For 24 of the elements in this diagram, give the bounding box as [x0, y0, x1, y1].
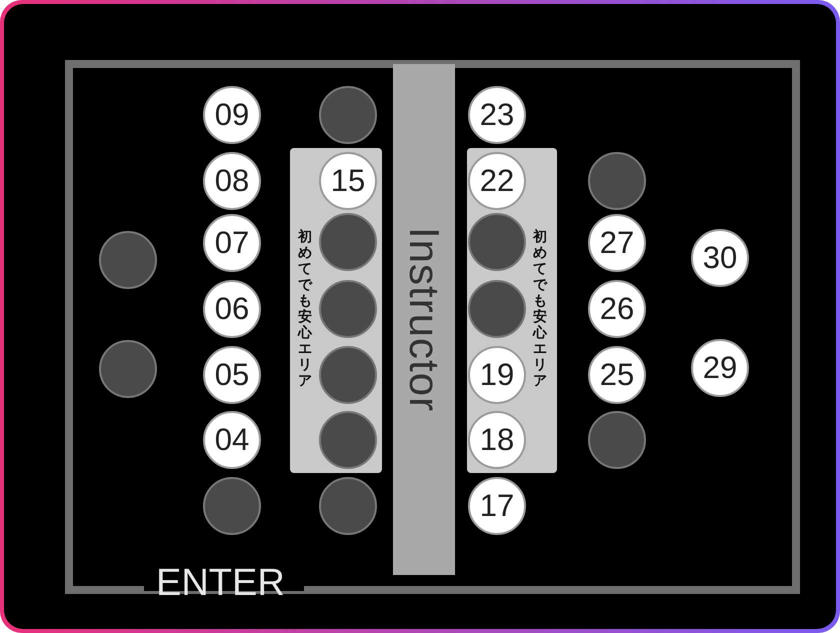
seat-circle: 05 — [203, 346, 261, 404]
entrance-label: ENTER — [156, 562, 285, 605]
instructor-area — [393, 64, 455, 575]
seat-circle: 18 — [468, 411, 526, 469]
area-label: 初めてでも安心エリア — [297, 228, 313, 388]
seat-circle: 15 — [319, 152, 377, 210]
seat-circle: 29 — [691, 339, 749, 397]
seat-circle: 17 — [468, 477, 526, 535]
seat-circle: 19 — [468, 346, 526, 404]
area-label: 初めてでも安心エリア — [532, 228, 548, 388]
seat-circle: 07 — [203, 214, 261, 272]
area-label: Instructor — [400, 226, 448, 412]
seat-circle: 23 — [468, 86, 526, 144]
seat-circle: 26 — [588, 280, 646, 338]
beginner-area-panel — [467, 148, 557, 473]
seat-circle: 30 — [691, 229, 749, 287]
seat-circle: 08 — [203, 152, 261, 210]
seat-circle: 04 — [203, 411, 261, 469]
seat-circle: 27 — [588, 214, 646, 272]
seat-circle: 06 — [203, 280, 261, 338]
seat-circle: 22 — [468, 152, 526, 210]
beginner-area-panel — [290, 148, 382, 473]
seat-circle: 09 — [203, 86, 261, 144]
seat-circle: 25 — [588, 346, 646, 404]
